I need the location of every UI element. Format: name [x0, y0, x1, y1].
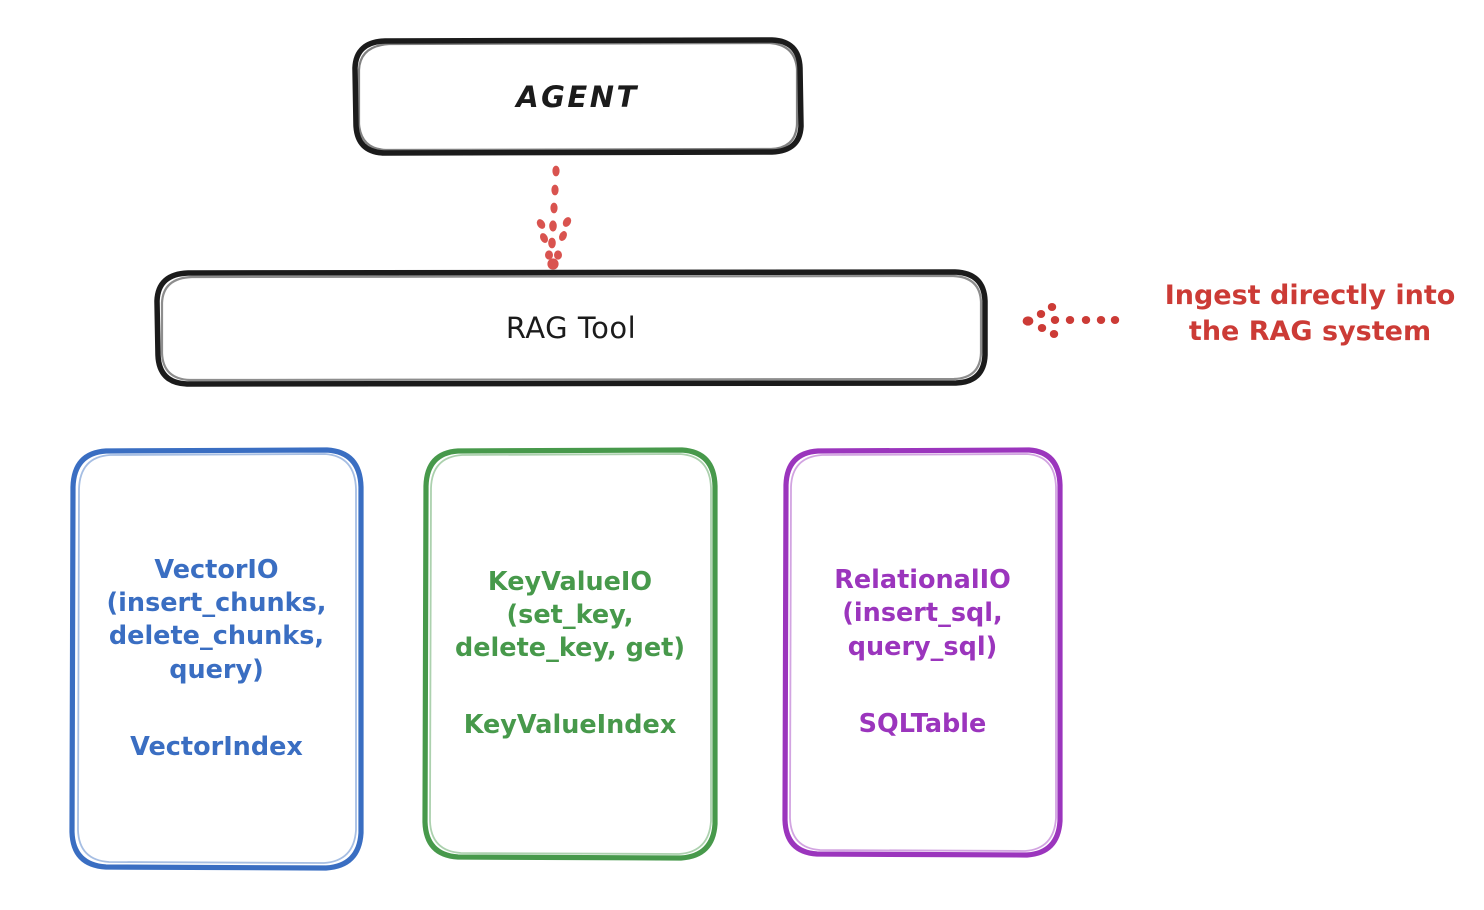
- vector-io-node-shape[interactable]: [69, 447, 364, 871]
- relational-io-node-shape[interactable]: [782, 447, 1063, 858]
- key-value-io-node-shape[interactable]: [422, 447, 718, 861]
- rag-tool-node-shape[interactable]: [154, 269, 988, 387]
- agent-node-shape[interactable]: [352, 37, 804, 156]
- ingest-connector-arrow: [1022, 303, 1120, 338]
- agent-to-rag-connector: [536, 165, 572, 270]
